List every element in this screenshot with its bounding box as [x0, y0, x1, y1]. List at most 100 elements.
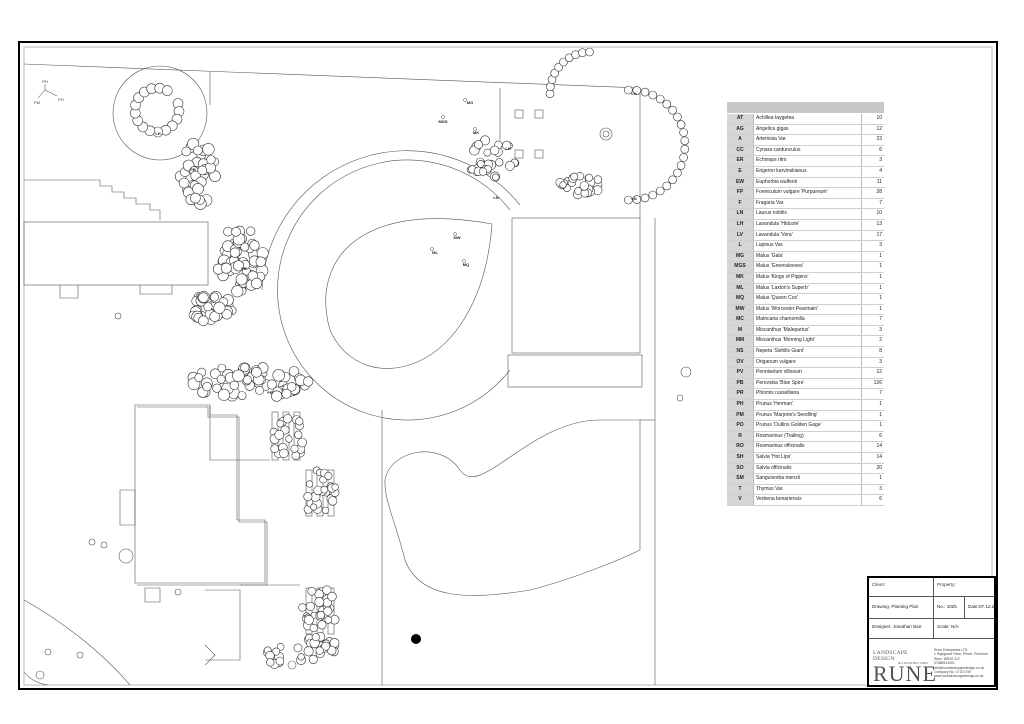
plant-circle [193, 145, 203, 156]
plant-circle [640, 87, 650, 97]
plant-circle [480, 135, 491, 146]
plant-circle [309, 623, 318, 633]
plant-circle [206, 155, 216, 165]
schedule-qty: 17 [861, 230, 884, 242]
north-arrow-n: PH [42, 79, 48, 84]
logo-line-1: LANDSCAPE DESIGN [873, 650, 908, 662]
schedule-name: Lavandula 'Vera' [753, 230, 862, 242]
plant-circle [324, 616, 333, 624]
plant-circle [181, 146, 191, 157]
plant-circle [303, 615, 314, 625]
schedule-qty: 1 [861, 420, 884, 432]
company-line: Rune Enterprises LTD [934, 648, 968, 652]
plant-circle [315, 646, 324, 655]
schedule-name: Verbena bonariensis [753, 494, 862, 506]
plant-circle [246, 226, 256, 236]
plant-circle [648, 90, 658, 100]
plant-circle [327, 496, 338, 506]
plant-circle [213, 301, 226, 314]
plant-circle [162, 85, 173, 96]
plant-circle [190, 192, 201, 204]
plant-circle [492, 173, 500, 182]
plant-circle [266, 379, 277, 390]
company-logo: LANDSCAPE DESIGN & CONSTRUCTION RUNE [873, 650, 936, 685]
schedule-name: Laurus nobilis [753, 208, 862, 220]
schedule-qty: 10 [861, 113, 884, 125]
schedule-name: Fragaria Var. [753, 198, 862, 210]
plan-label: MW [453, 235, 460, 240]
plant-circle [249, 240, 260, 251]
plant-circle [293, 643, 303, 653]
plant-circle [298, 603, 307, 612]
schedule-qty: 12 [861, 124, 884, 136]
schedule-header [727, 102, 884, 114]
schedule-code: AT [727, 113, 754, 125]
plant-circle [212, 383, 222, 393]
plan-label: LN [631, 91, 636, 96]
plant-circle [559, 181, 567, 189]
schedule-code: FP [727, 187, 754, 199]
lawn-arc-outer [277, 159, 511, 421]
plant-circle [303, 376, 314, 387]
plan-label: MG [467, 100, 473, 105]
schedule-code: PO [727, 420, 754, 432]
schedule-qty: 126 [861, 378, 884, 390]
schedule-qty: 6 [861, 431, 884, 443]
schedule-code: SM [727, 473, 754, 485]
schedule-code: MGS [727, 261, 754, 273]
schedule-code: NS [727, 346, 754, 358]
house-outline [134, 404, 266, 584]
schedule-code: MC [727, 314, 754, 326]
tree-markers [430, 98, 477, 263]
schedule-code: RO [727, 441, 754, 453]
schedule-code: ML [727, 283, 754, 295]
plant-circle [306, 480, 314, 488]
plant-circle [662, 181, 672, 191]
schedule-code: MK [727, 272, 754, 284]
plant-circle [202, 381, 212, 392]
schedule-qty: 3 [861, 484, 884, 496]
plant-circle [237, 391, 247, 400]
north-arrow-w: PM [34, 100, 40, 105]
schedule-qty: 6 [861, 145, 884, 157]
schedule-name: Thymus Var. [753, 484, 862, 496]
schedule-code: OV [727, 357, 754, 369]
plant-circle [305, 601, 316, 612]
plant-circle [221, 309, 233, 320]
schedule-qty: 7 [861, 314, 884, 326]
plant-circle [317, 620, 327, 630]
plant-circle [231, 227, 241, 237]
plant-circle [198, 292, 209, 303]
schedule-qty: 3 [861, 155, 884, 167]
plant-circle [320, 485, 329, 494]
schedule-qty: 1 [861, 304, 884, 316]
schedule-name: Origanum vulgare [753, 357, 862, 369]
schedule-name: Rosmarinus officinalis [753, 441, 862, 453]
schedule-qty: 1 [861, 293, 884, 305]
plant-circle [270, 444, 280, 454]
plant-circle [235, 273, 248, 286]
plan-label: LH [155, 131, 160, 136]
schedule-code: PR [727, 388, 754, 401]
schedule-name: Prunus 'Herman' [753, 399, 862, 411]
schedule-name: Malus 'Kings of Pippins' [753, 272, 862, 284]
plant-circle [255, 385, 264, 395]
plant-circle [323, 606, 333, 616]
plant-circle [322, 506, 330, 514]
plant-circle [662, 99, 672, 109]
schedule-code: SH [727, 452, 754, 464]
plant-circle [275, 656, 285, 666]
plant-circle [242, 375, 252, 385]
schedule-code: AG [727, 124, 754, 136]
plant-circle [231, 285, 244, 298]
